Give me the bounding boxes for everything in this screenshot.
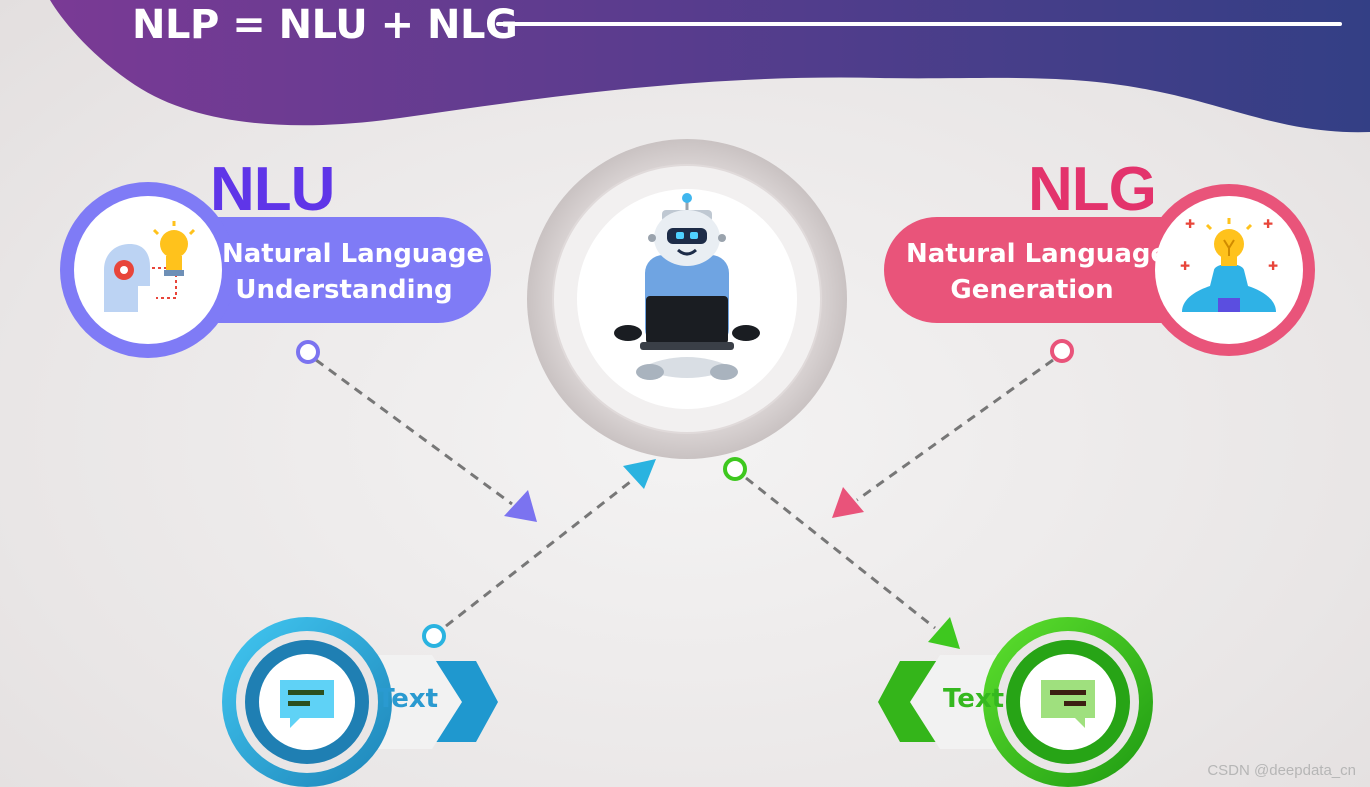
connector-nlu-to-center bbox=[315, 358, 513, 506]
center-hub bbox=[527, 139, 847, 459]
chat-bubble-icon bbox=[280, 680, 334, 728]
robot-laptop-icon bbox=[614, 193, 760, 380]
nlg-description: Natural Language Generation bbox=[906, 236, 1169, 308]
node-nlg bbox=[1050, 339, 1074, 363]
svg-text:✚: ✚ bbox=[1263, 217, 1273, 231]
nlu-pill bbox=[150, 217, 491, 323]
nlu-line-1: Natural Language bbox=[222, 239, 485, 269]
connector-nlg-to-center bbox=[856, 358, 1054, 502]
chat-bubble-icon bbox=[1041, 680, 1095, 728]
node-nlu bbox=[296, 340, 320, 364]
nlu-description: Natural Language Understanding bbox=[222, 236, 485, 308]
nlg-line-2: Generation bbox=[950, 275, 1114, 305]
page-title: NLP = NLU + NLG bbox=[132, 2, 518, 48]
nlu-title: NLU bbox=[210, 155, 335, 224]
arrowhead-output bbox=[928, 617, 960, 649]
node-output bbox=[723, 457, 747, 481]
output-text-block bbox=[878, 617, 1153, 787]
watermark: CSDN @deepdata_cn bbox=[1207, 762, 1356, 779]
nlg-line-1: Natural Language bbox=[906, 239, 1169, 269]
arrowhead-nlu bbox=[504, 490, 537, 522]
output-text-label: Text bbox=[943, 684, 1005, 714]
connector-center-to-output bbox=[745, 476, 936, 630]
head-idea-icon bbox=[104, 221, 196, 312]
arrowhead-center bbox=[623, 459, 656, 489]
svg-text:✚: ✚ bbox=[1180, 259, 1190, 273]
arrowhead-nlg bbox=[832, 487, 864, 518]
nlg-pill bbox=[884, 217, 1230, 323]
nlg-title: NLG bbox=[1028, 155, 1157, 224]
svg-text:✚: ✚ bbox=[1185, 217, 1195, 231]
svg-text:✚: ✚ bbox=[1268, 259, 1278, 273]
nlu-line-2: Understanding bbox=[235, 275, 453, 305]
title-rule bbox=[496, 22, 1342, 26]
connector-input-to-center bbox=[445, 480, 631, 628]
input-text-label: Text bbox=[377, 684, 439, 714]
input-text-block bbox=[222, 617, 498, 787]
meditation-idea-icon: ✚ ✚ ✚ ✚ bbox=[1180, 217, 1278, 312]
nlg-block: ✚ ✚ ✚ ✚ bbox=[884, 184, 1315, 356]
input-chevron bbox=[436, 661, 498, 742]
header-banner bbox=[50, 0, 1370, 133]
node-input bbox=[422, 624, 446, 648]
nlu-block bbox=[60, 182, 491, 358]
